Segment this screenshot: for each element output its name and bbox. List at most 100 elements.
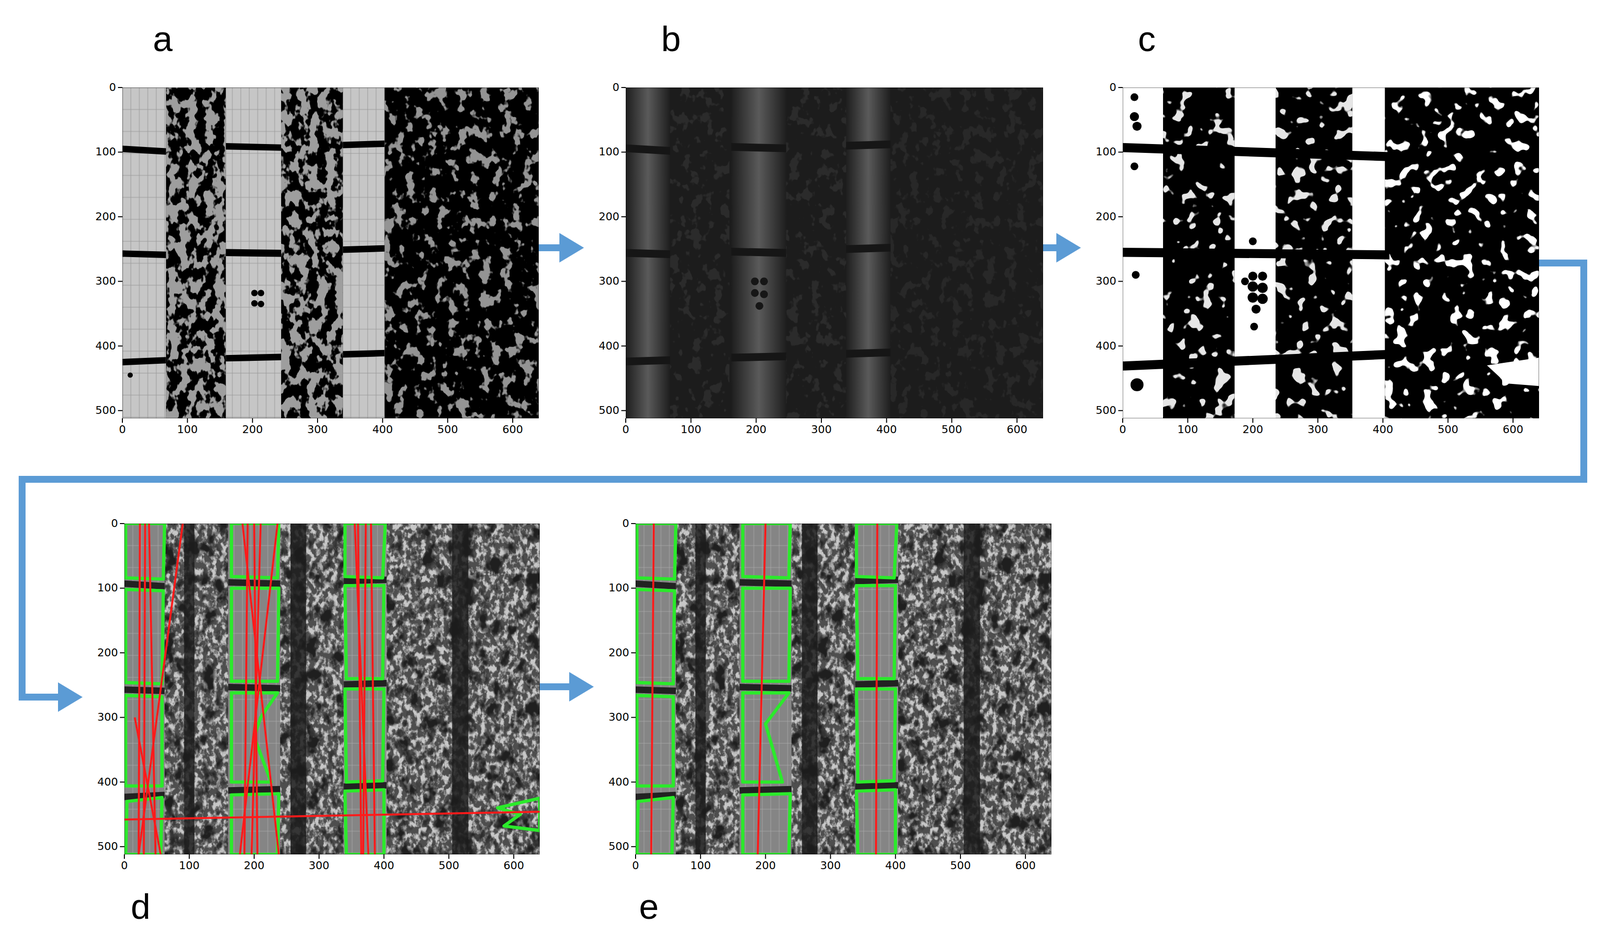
panel-letter: b: [661, 21, 681, 57]
axis-tick-label: 0: [632, 860, 640, 872]
axis-tick-label: 500: [97, 841, 118, 852]
binary-image: [1122, 143, 1390, 162]
flow-arrow: [22, 262, 1584, 698]
axis-tick-label: 600: [1006, 424, 1028, 436]
detection-image: [742, 587, 790, 681]
distance-image: [731, 87, 786, 419]
panel-letter: c: [1137, 21, 1156, 57]
tick-mark: [1187, 418, 1189, 423]
binary-image: [1257, 293, 1268, 304]
masked-image: [122, 140, 385, 378]
panel-letter: e: [639, 888, 659, 925]
tick-mark: [755, 418, 757, 423]
axis-tick-label: 0: [120, 860, 128, 872]
tick-mark: [631, 652, 636, 654]
axis-tick-label: 300: [307, 424, 328, 436]
tick-mark: [895, 854, 897, 859]
panel-letter: d: [130, 888, 151, 925]
axis-tick-label: 100: [690, 860, 711, 872]
axis-tick-label: 100: [1095, 146, 1117, 158]
distance-image: [625, 87, 891, 419]
axis-tick-label: 200: [1095, 211, 1117, 223]
masked-image: [127, 372, 134, 379]
tick-mark: [117, 280, 123, 282]
binary-image: [1122, 349, 1390, 371]
tick-mark: [447, 418, 449, 423]
distance-image: [888, 87, 1044, 419]
detection-image: [963, 523, 981, 855]
tick-mark: [1118, 151, 1123, 153]
distance-image: [751, 277, 759, 286]
detection-image: [637, 589, 675, 684]
detection-image: [695, 523, 981, 855]
axis-tick-label: 100: [178, 860, 200, 872]
tick-mark: [123, 854, 125, 859]
binary-image: [1247, 281, 1258, 292]
axis-tick-label: 500: [950, 860, 971, 872]
distance-image: [625, 87, 670, 419]
detection-image: [739, 683, 792, 692]
detection-image: [251, 523, 261, 855]
axis-tick-label: 100: [95, 146, 117, 158]
distance-image: [785, 87, 847, 419]
tick-mark: [621, 280, 626, 282]
detection-image: [134, 717, 161, 855]
detection-image: [343, 523, 387, 855]
tick-mark: [621, 345, 626, 347]
axis-tick-label: 100: [1177, 424, 1198, 436]
tick-mark: [1382, 418, 1384, 423]
binary-image: [1241, 277, 1250, 286]
tick-mark: [513, 854, 515, 859]
tick-mark: [448, 854, 450, 859]
tick-mark: [635, 854, 637, 859]
tick-mark: [631, 523, 636, 524]
axis-tick-label: 200: [755, 860, 776, 872]
binary-image: [1122, 87, 1540, 419]
detection-image: [739, 579, 792, 587]
detection-image: [343, 523, 387, 855]
axis-tick-label: 0: [118, 424, 126, 436]
axis-tick-label: 200: [97, 647, 118, 659]
detection-image: [124, 523, 540, 855]
axis-tick-label: 400: [372, 424, 393, 436]
masked-image: [122, 87, 539, 419]
axis-tick-label: 500: [438, 860, 460, 872]
binary-image: [1247, 292, 1258, 303]
tick-mark: [119, 523, 125, 524]
detection-image: [228, 523, 281, 855]
tick-mark: [117, 216, 123, 218]
axis-tick-label: 400: [598, 340, 620, 352]
image-panel: b: [583, 87, 1044, 441]
tick-mark: [381, 418, 383, 423]
axis-tick-label: 400: [95, 340, 117, 352]
tick-mark: [1252, 418, 1254, 423]
detection-image: [635, 523, 899, 855]
image-panel: a: [80, 87, 539, 441]
masked-image: [122, 356, 167, 366]
distance-image: [625, 144, 670, 155]
distance-image: [755, 301, 764, 310]
tick-mark: [383, 854, 385, 859]
tick-mark: [690, 418, 692, 423]
tick-mark: [625, 418, 627, 423]
masked-image: [251, 289, 258, 296]
detection-image: [124, 523, 540, 855]
detection-image: [124, 811, 540, 820]
detection-image: [228, 683, 281, 692]
detection-image: [637, 797, 674, 855]
detection-image: [742, 692, 789, 782]
detection-image: [875, 523, 878, 855]
tick-mark: [119, 716, 125, 718]
tick-mark: [121, 418, 123, 423]
detection-image: [635, 523, 676, 855]
axis-tick-label: 600: [1502, 424, 1524, 436]
masked-image: [343, 140, 385, 149]
image-panel: c: [1080, 87, 1540, 441]
axis-tick-label: 100: [176, 424, 198, 436]
tick-mark: [117, 151, 123, 153]
flow-arrow: [538, 244, 565, 252]
detection-image: [742, 793, 790, 855]
tick-mark: [764, 854, 766, 859]
tick-mark: [1512, 418, 1514, 423]
